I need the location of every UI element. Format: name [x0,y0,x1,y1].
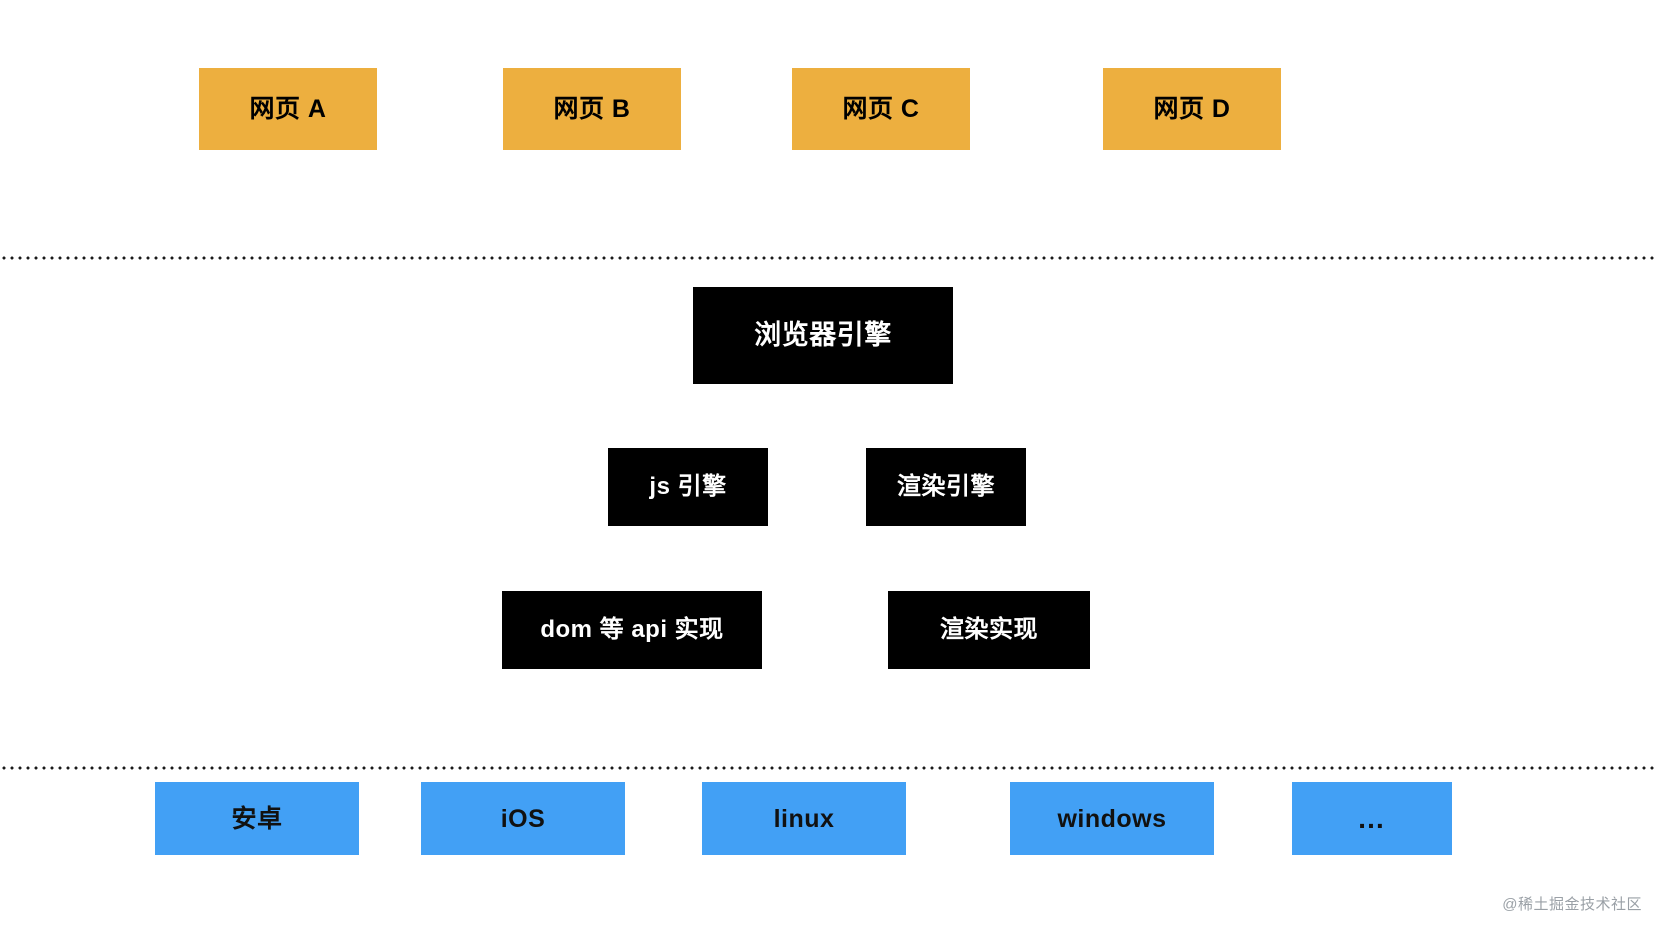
os-label-ios: iOS [500,804,546,833]
os-box-android: 安卓 [155,782,359,855]
web-page-box-b: 网页 B [503,68,681,150]
os-box-windows: windows [1010,782,1214,855]
web-page-box-d: 网页 D [1103,68,1281,150]
js-engine-label: js 引擎 [649,472,727,500]
os-label-android: 安卓 [231,804,283,833]
web-page-label-c: 网页 C [842,95,920,123]
watermark: @稀土掘金技术社区 [1502,896,1642,913]
js-engine-box: js 引擎 [608,448,768,526]
web-page-box-c: 网页 C [792,68,970,150]
divider-engine-os [0,766,1656,770]
web-page-box-a: 网页 A [199,68,377,150]
os-box-ios: iOS [421,782,625,855]
browser-engine-label: 浏览器引擎 [754,320,892,351]
render-impl-label: 渲染实现 [940,615,1038,643]
web-page-label-b: 网页 B [553,95,631,123]
divider-pages-engine [0,256,1656,260]
dom-api-impl-label: dom 等 api 实现 [540,615,724,643]
web-page-label-d: 网页 D [1153,95,1231,123]
render-engine-label: 渲染引擎 [897,472,995,500]
render-impl-box: 渲染实现 [888,591,1090,669]
web-page-label-a: 网页 A [249,95,327,123]
os-label-more: … [1357,802,1387,834]
browser-engine-box: 浏览器引擎 [693,287,953,384]
os-label-windows: windows [1057,804,1167,833]
render-engine-box: 渲染引擎 [866,448,1026,526]
os-label-linux: linux [773,804,835,833]
dom-api-impl-box: dom 等 api 实现 [502,591,762,669]
os-box-more: … [1292,782,1452,855]
os-box-linux: linux [702,782,906,855]
